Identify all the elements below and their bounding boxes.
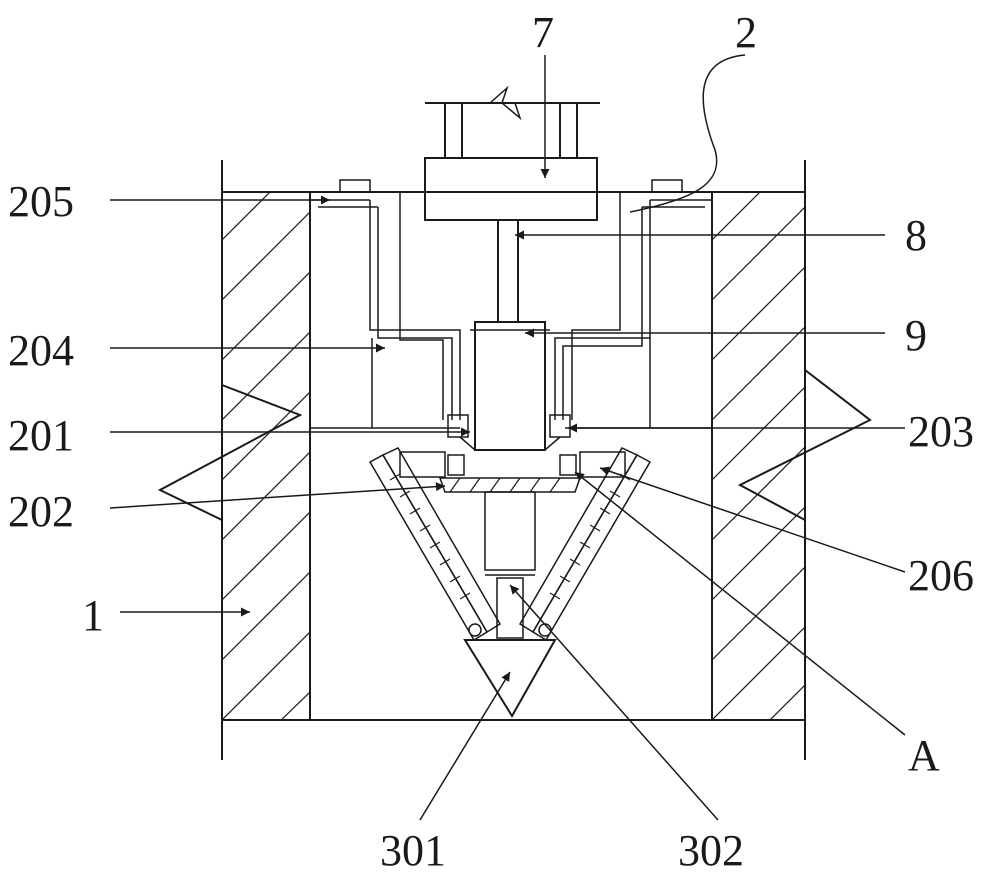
label-201: 201	[8, 411, 74, 460]
label-204: 204	[8, 326, 74, 375]
cone-tip	[463, 639, 557, 718]
leader-302	[509, 584, 719, 821]
left-wall-hatch	[222, 192, 310, 720]
valve-block-left	[447, 414, 469, 438]
top-bolt-left	[339, 179, 371, 193]
support-plate	[438, 477, 582, 493]
leader-lines	[109, 54, 906, 821]
mount-bracket	[424, 85, 600, 221]
air-pipes	[310, 192, 712, 420]
leader-2	[629, 54, 746, 213]
cylinder-body	[470, 321, 550, 451]
right-wall-hatch	[712, 192, 805, 720]
label-A: A	[908, 731, 940, 780]
label-7: 7	[532, 8, 554, 57]
lower-cylinder	[484, 491, 536, 639]
label-301: 301	[380, 826, 446, 875]
coupling-left	[447, 454, 465, 476]
motor-right	[579, 451, 626, 478]
leader-301	[419, 671, 511, 821]
label-206: 206	[908, 551, 974, 600]
label-1: 1	[82, 591, 104, 640]
label-302: 302	[678, 826, 744, 875]
top-bolt-right	[651, 179, 683, 193]
motor-left	[399, 451, 446, 478]
left-break-line	[157, 384, 303, 521]
valve-block-right	[549, 414, 571, 438]
label-8: 8	[905, 211, 927, 260]
label-205: 205	[8, 177, 74, 226]
leader-202	[109, 482, 446, 509]
leader-206	[599, 466, 906, 573]
coupling-right	[559, 454, 577, 476]
blade-arm-left	[368, 447, 502, 642]
label-202: 202	[8, 487, 74, 536]
label-2: 2	[735, 8, 757, 57]
right-break-line	[737, 369, 872, 521]
label-9: 9	[905, 311, 927, 360]
label-203: 203	[908, 407, 974, 456]
valve-link	[459, 436, 561, 451]
housing-frame	[221, 160, 806, 760]
leader-A	[574, 471, 906, 736]
